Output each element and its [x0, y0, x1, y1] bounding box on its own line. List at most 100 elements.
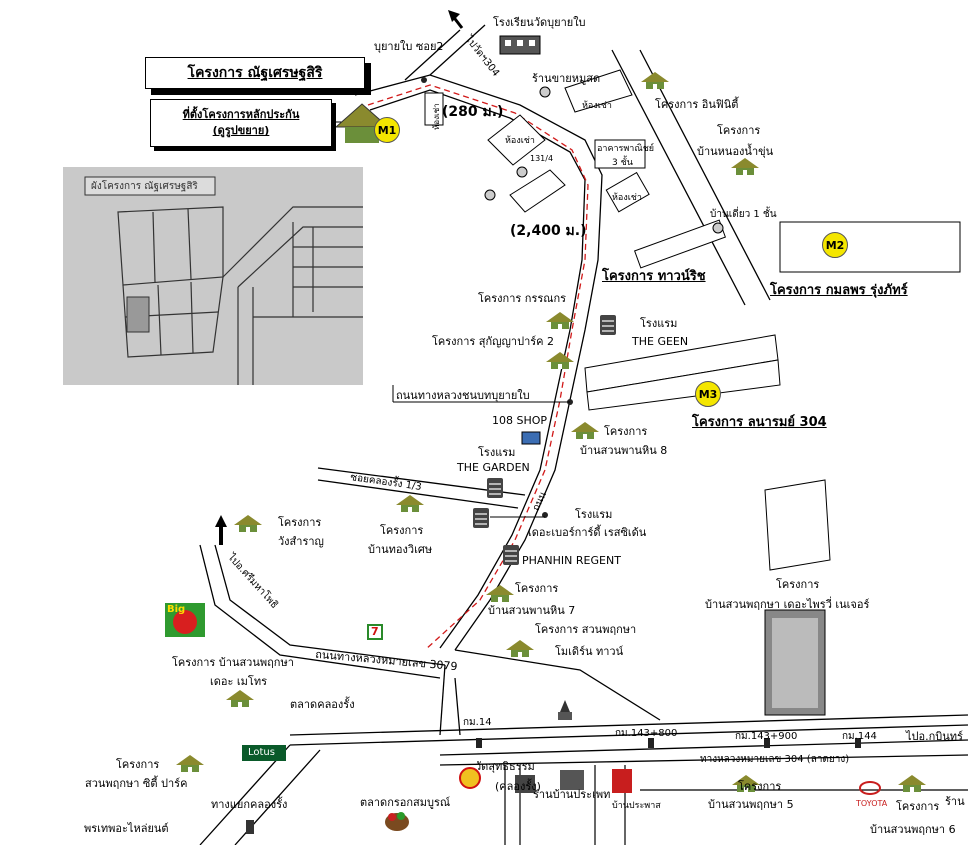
- road-3079: [439, 649, 661, 736]
- project-sp5-label-1: โครงการ: [738, 780, 782, 793]
- km143-800-label: กม.143+800: [615, 728, 678, 739]
- km14-label: กม.14: [463, 717, 492, 728]
- project-suanphanhin7-label-2: บ้านสวนพานหิน 7: [488, 604, 576, 617]
- commercial-label: อาคารพาณิชย์: [597, 144, 655, 154]
- project-privy-label-1: โครงการ: [776, 578, 820, 591]
- road-rural-label: ถนนทางหลวงชนบทบุยายใบ: [396, 389, 530, 402]
- hotel-garden-label: โรงแรม: [478, 446, 516, 459]
- project-metro-label-2: เดอะ เมโทร: [210, 675, 267, 688]
- project-infinity-label: โครงการ อินฟินิตี้: [655, 98, 739, 111]
- single-house-label: บ้านเดี่ยว 1 ชั้น: [710, 209, 777, 220]
- wat-buildings: [515, 770, 584, 793]
- rent-label-3: ห้องเช่า: [505, 136, 535, 146]
- junction-label: ทางแยกคลองรั้ง: [211, 798, 288, 811]
- project-townrich-label: โครงการ ทาวน์ริช: [602, 269, 706, 284]
- location-note-line2: (ดูรูปขยาย): [212, 124, 270, 137]
- project-city-label-2: สวนพฤกษา ซิตี้ ปาร์ค: [85, 777, 188, 790]
- seven-eleven-logo: [367, 624, 383, 640]
- arrow-up-icon: [215, 515, 227, 545]
- road-north: [404, 24, 486, 81]
- traffic-light-icon: [246, 820, 254, 834]
- marker-m1: M1: [374, 117, 400, 143]
- wat-label-2: (คลองรั้ง): [495, 780, 541, 793]
- the-garden-label: THE GARDEN: [457, 461, 530, 474]
- marker-m3: M3: [695, 381, 721, 407]
- big-c-label: Big: [167, 604, 186, 615]
- shop-right-label: ร้าน: [945, 795, 965, 808]
- distance-long: (2,400 ม.): [510, 223, 587, 239]
- project-privy-label-2: บ้านสวนพฤกษา เดอะไพรวี่ เนเจอร์: [705, 598, 870, 611]
- commercial-label-2: 3 ชั้น: [612, 158, 633, 168]
- project-sukanya-label: โครงการ สุกัญญาปาร์ค 2: [432, 335, 555, 348]
- km143-900-label: กม.143+900: [735, 731, 798, 742]
- project-modern-label-1: โครงการ สวนพฤกษา: [535, 623, 637, 636]
- ban-prapet-label: บ้านประพาส: [612, 801, 661, 811]
- project-suanphanhin8-label-1: โครงการ: [604, 425, 648, 438]
- toyota-label: TOYOTA: [856, 799, 888, 808]
- market-basket-icon: [385, 812, 409, 831]
- project-city-label-1: โครงการ: [116, 758, 160, 771]
- hotel-regent-label: โรงแรม: [575, 508, 613, 521]
- project-sp5-label-2: บ้านสวนพฤกษา 5: [708, 798, 794, 811]
- shell-logo: [459, 767, 481, 789]
- location-note-box: ที่ตั้งโครงการหลักประกัน (ดูรูปขยาย): [150, 99, 332, 147]
- road-soi2-label: บุยายใบ ซอย2: [374, 40, 444, 53]
- building-blocks-lanarom: [584, 334, 781, 411]
- school-label: โรงเรียนวัดบุยายใบ: [493, 16, 586, 29]
- project-suanphanhin7-label-1: โครงการ: [515, 582, 559, 595]
- km-posts: [476, 738, 861, 748]
- hotel-geen-label: โรงแรม: [640, 317, 678, 330]
- lotus-logo: [242, 745, 286, 761]
- marker-m2: M2: [822, 232, 848, 258]
- project-kornnok-label: โครงการ กรรณกร: [478, 292, 567, 305]
- m-logo: [612, 769, 632, 793]
- big-c-logo: [165, 603, 205, 637]
- project-house-icon: [334, 103, 390, 143]
- market-khlong-label: ตลาดคลองรั้ง: [290, 698, 355, 711]
- project-kamolporn-label: โครงการ กมลพร รุ่งภัทร์: [770, 283, 908, 298]
- shop-ban-label: ร้านบ้านประเพท: [533, 788, 611, 801]
- project-nongnamkhun-label-2: บ้านหนองน้ำขุ่น: [697, 145, 774, 158]
- shop108-label: 108 SHOP: [492, 414, 548, 427]
- road-sri-mahaphot: [199, 544, 446, 679]
- hotel-regent-label-2: เดอะเบอร์การ์ดี้ เรสซิเด้น: [528, 526, 647, 539]
- pork-shop-label: ร้านขายหมูสด: [532, 72, 601, 85]
- small-house-icons: [484, 86, 724, 234]
- rent-label-1: ห้องเช่า: [582, 101, 612, 111]
- rent-label-2: ห้องเช่า: [432, 103, 441, 130]
- highway-304: [199, 714, 968, 845]
- project-title-box: โครงการ ณัฐเศรษฐสิริ: [145, 57, 365, 89]
- inset-caption: ผังโครงการ ณัฐเศรษฐสิริ: [91, 181, 198, 192]
- project-suanphanhin8-label-2: บ้านสวนพานหิน 8: [580, 444, 668, 457]
- inset-drawing: [84, 176, 363, 385]
- privy-compound: [764, 479, 831, 716]
- building-blocks-north: [424, 69, 961, 273]
- distance-short: (280 ม.): [442, 104, 504, 120]
- road-northeast: [611, 49, 771, 306]
- market-fresh-label: ตลาดกรอกสมบูรณ์: [360, 796, 451, 809]
- project-lanarom-label: โครงการ ลนารมย์ 304: [692, 415, 827, 430]
- project-sp6-label-2: บ้านสวนพฤกษา 6: [870, 823, 956, 836]
- seven-eleven-label: 7: [371, 625, 379, 638]
- house-131-label: 131/4: [530, 154, 554, 163]
- toyota-logo: [859, 781, 881, 795]
- temple-icon: [558, 700, 572, 720]
- road-304-label: ทางหลวงหมายเลข 304 (ลาดยาง): [700, 754, 850, 765]
- project-thongwiset-label-2: บ้านทองวิเศษ: [368, 543, 433, 556]
- project-nongnamkhun-label-1: โครงการ: [717, 124, 761, 137]
- phanhin-regent-label: PHANHIN REGENT: [522, 554, 621, 567]
- wat-label: วัดสุทธิธรรม: [475, 760, 535, 773]
- project-wangsaran-label-2: วังสำราญ: [278, 535, 324, 548]
- the-geen-label: THE GEEN: [632, 335, 689, 348]
- road-to-kabin-label: ไปอ.กบินทร์: [906, 730, 963, 743]
- location-note-line1: ที่ตั้งโครงการหลักประกัน: [182, 108, 300, 121]
- pornthep-label: พรเทพอะไหล่ยนต์: [84, 822, 169, 835]
- project-modern-label-2: โมเดิร์น ทาวน์: [555, 645, 624, 658]
- shop-108-icon: [521, 431, 541, 445]
- lotus-label: Lotus: [248, 747, 275, 758]
- rent-label-4: ห้องเช่า: [612, 193, 642, 203]
- inset-site-plan: ผังโครงการ ณัฐเศรษฐสิริ: [63, 167, 363, 385]
- arrow-north-icon: [448, 10, 464, 29]
- school-icon: [499, 35, 541, 55]
